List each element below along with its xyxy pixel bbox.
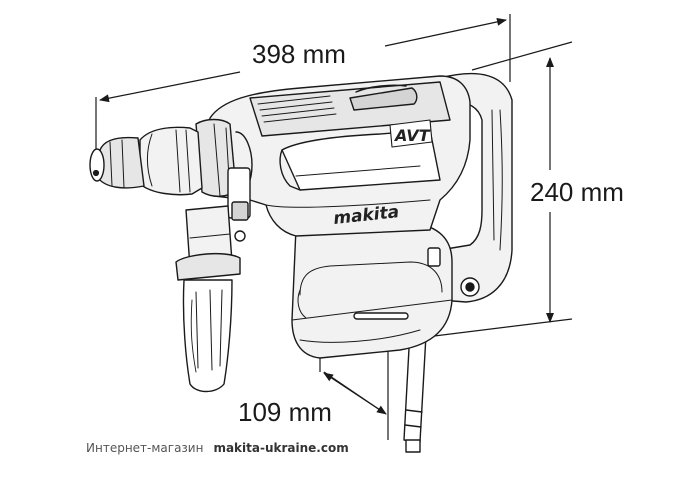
side-handle: [175, 205, 241, 393]
height-label: 240 mm: [530, 177, 624, 207]
depth-arrow-back: [323, 372, 381, 411]
nose-collar: [195, 118, 253, 242]
chuck: [89, 126, 203, 196]
footer-site-link[interactable]: makita-ukraine.com: [213, 441, 349, 455]
avt-badge: AVT: [389, 119, 433, 148]
footer-shop-label: Интернет-магазин: [86, 441, 204, 455]
length-dimension: [95, 14, 511, 150]
motor-housing: [291, 221, 453, 359]
rotary-hammer-drawing: AVT makita: [89, 72, 513, 453]
top-vents: [257, 95, 337, 123]
gear-housing: [205, 75, 471, 267]
length-arrow-right: [384, 17, 507, 47]
length-label: 398 mm: [252, 39, 346, 69]
rear-handle: [439, 72, 513, 303]
footer: Интернет-магазин makita-ukraine.com: [86, 441, 349, 455]
side-switch: [427, 247, 441, 267]
height-extension-top: [471, 41, 573, 71]
avt-badge-text: AVT: [393, 126, 431, 145]
lower-vent-slot: [353, 312, 409, 320]
depth-label: 109 mm: [238, 397, 332, 427]
length-arrow-left: [99, 71, 241, 103]
chuck-tip: [89, 148, 105, 182]
